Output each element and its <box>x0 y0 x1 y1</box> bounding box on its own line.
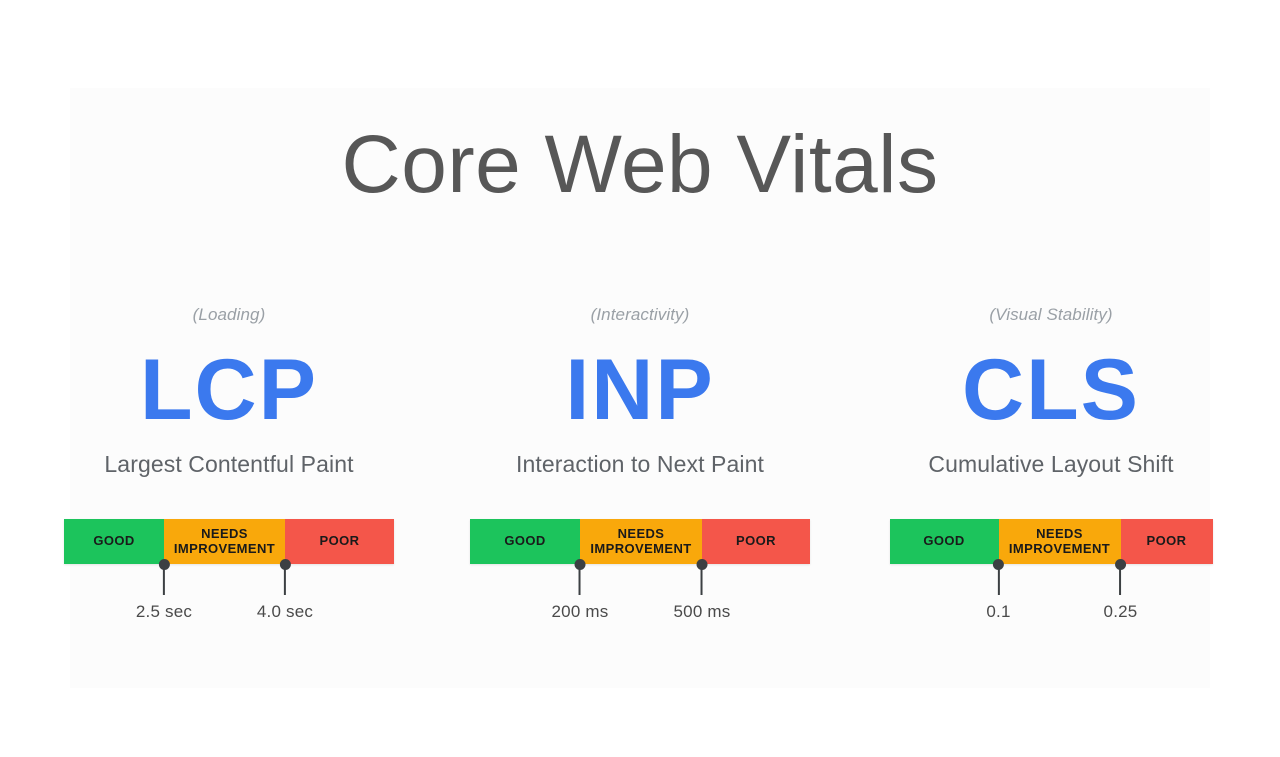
marker-stem <box>1119 569 1122 595</box>
segment-good: GOOD <box>889 519 999 564</box>
threshold-marker: 0.25 <box>1103 559 1138 622</box>
threshold-marker: 0.1 <box>986 559 1011 622</box>
segment-needs-line1: NEEDS <box>617 525 665 541</box>
segment-needs-line2: IMPROVEMENT <box>590 540 692 556</box>
threshold-value: 200 ms <box>551 602 609 621</box>
metric-column-lcp: (Loading) LCP Largest Contentful Paint G… <box>24 298 435 621</box>
marker-stem <box>700 569 703 595</box>
marker-dot-icon <box>992 559 1004 570</box>
threshold-bar: GOOD NEEDS IMPROVEMENT POOR <box>64 519 394 564</box>
segment-poor: POOR <box>1120 519 1213 564</box>
segment-needs-improvement: NEEDS IMPROVEMENT <box>580 519 702 564</box>
threshold-value: 0.1 <box>986 602 1011 621</box>
marker-dot-icon <box>574 559 586 570</box>
metric-full-name: Cumulative Layout Shift <box>928 451 1174 477</box>
threshold-marker: 4.0 sec <box>256 559 314 622</box>
threshold-bar: GOOD NEEDS IMPROVEMENT POOR <box>470 519 810 564</box>
marker-stem <box>284 569 286 595</box>
threshold-value: 4.0 sec <box>256 602 314 621</box>
metric-acronym: CLS <box>962 342 1140 438</box>
segment-needs-line2: IMPROVEMENT <box>1008 540 1111 556</box>
threshold-value: 0.25 <box>1103 602 1138 621</box>
marker-stem <box>997 569 1000 595</box>
metric-full-name: Interaction to Next Paint <box>516 451 764 477</box>
metric-category-label: (Loading) <box>192 305 266 324</box>
metric-category-label: (Interactivity) <box>590 305 690 324</box>
threshold-marker: 500 ms <box>673 559 731 622</box>
background-panel <box>70 88 1210 688</box>
segment-needs-improvement: NEEDS IMPROVEMENT <box>998 519 1121 564</box>
threshold-marker: 2.5 sec <box>135 559 193 622</box>
marker-stem <box>163 569 165 595</box>
page-title: Core Web Vitals <box>341 119 939 210</box>
threshold-value: 500 ms <box>673 602 731 621</box>
marker-dot-icon <box>696 559 708 570</box>
segment-good: GOOD <box>470 519 580 564</box>
segment-needs-line1: NEEDS <box>1036 525 1083 541</box>
threshold-bar-lcp: GOOD NEEDS IMPROVEMENT POOR 2.5 sec <box>64 519 394 621</box>
metric-category-label: (Visual Stability) <box>989 305 1113 324</box>
metric-full-name: Largest Contentful Paint <box>104 451 354 477</box>
metric-acronym: INP <box>565 342 715 438</box>
threshold-bar-inp: GOOD NEEDS IMPROVEMENT POOR 200 ms <box>470 519 810 621</box>
threshold-bar: GOOD NEEDS IMPROVEMENT POOR <box>889 519 1213 564</box>
segment-poor: POOR <box>285 519 394 564</box>
marker-dot-icon <box>1114 559 1126 570</box>
threshold-marker: 200 ms <box>551 559 609 622</box>
threshold-bar-cls: GOOD NEEDS IMPROVEMENT POOR 0.1 <box>889 519 1213 621</box>
marker-stem <box>578 569 581 595</box>
segment-poor: POOR <box>702 519 810 564</box>
segment-needs-line2: IMPROVEMENT <box>173 540 276 556</box>
metric-column-cls: (Visual Stability) CLS Cumulative Layout… <box>846 298 1257 621</box>
segment-good: GOOD <box>64 519 164 564</box>
metrics-row: (Loading) LCP Largest Contentful Paint G… <box>0 298 1280 621</box>
marker-dot-icon <box>279 559 291 570</box>
segment-needs-line1: NEEDS <box>201 525 248 541</box>
segment-needs-improvement: NEEDS IMPROVEMENT <box>164 519 285 564</box>
metric-column-inp: (Interactivity) INP Interaction to Next … <box>435 298 846 621</box>
metric-acronym: LCP <box>140 342 318 438</box>
marker-dot-icon <box>158 559 170 570</box>
threshold-value: 2.5 sec <box>135 602 193 621</box>
